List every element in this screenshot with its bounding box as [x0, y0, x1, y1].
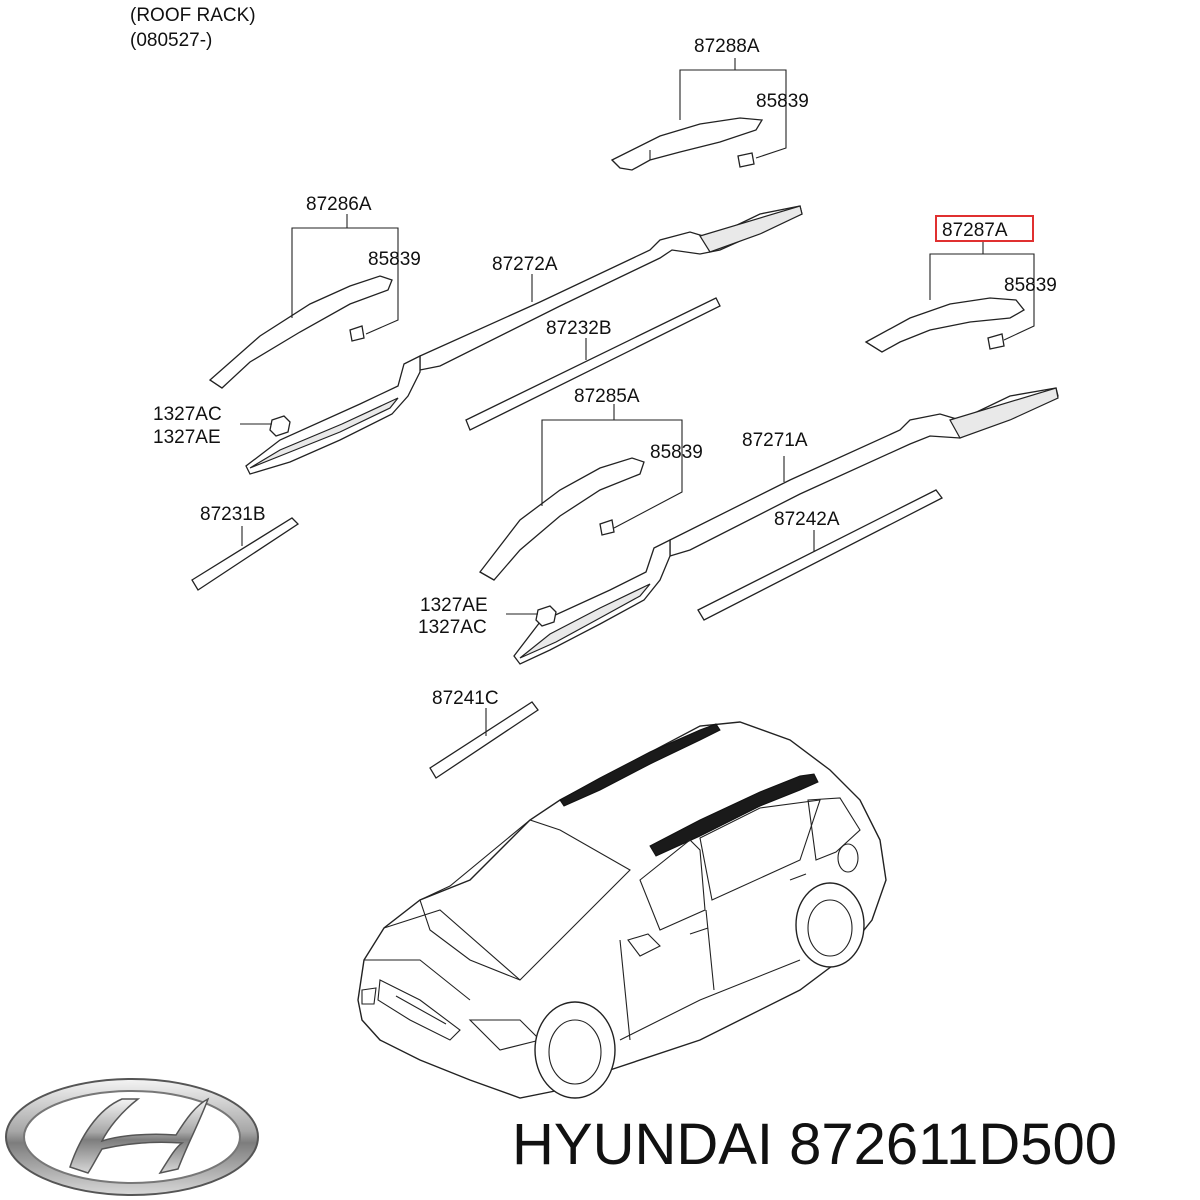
label-1327AC-b: 1327AC — [418, 617, 487, 638]
part-87286A-cover — [208, 275, 393, 389]
label-1327AE-b: 1327AE — [420, 595, 488, 616]
label-87231B: 87231B — [200, 504, 266, 525]
part-85839-clip-d — [599, 519, 615, 536]
part-85839-clip-c — [987, 333, 1005, 350]
label-87232B: 87232B — [546, 318, 612, 339]
label-85839-c: 85839 — [1004, 275, 1057, 296]
diagram-title: (ROOF RACK) — [130, 5, 256, 26]
label-87285A: 87285A — [574, 386, 640, 407]
part-87271A-rail — [513, 387, 1059, 665]
label-87287A: 87287A — [942, 220, 1008, 241]
part-85839-clip-b — [349, 325, 365, 342]
label-85839-d: 85839 — [650, 442, 703, 463]
part-nut-upper — [269, 415, 291, 437]
hyundai-logo-icon — [5, 1078, 259, 1196]
label-87272A: 87272A — [492, 254, 558, 275]
leader-87285A — [541, 419, 683, 529]
car-illustration — [357, 721, 887, 1099]
part-87287A-cover — [864, 297, 1025, 353]
diagram-code: (080527-) — [130, 30, 212, 51]
label-87271A: 87271A — [742, 430, 808, 451]
leader-87286A — [291, 227, 399, 335]
label-1327AC-a: 1327AC — [153, 404, 222, 425]
leader-87288A — [679, 69, 787, 159]
part-87285A-cover — [479, 457, 645, 581]
part-85839-clip-a — [737, 152, 755, 168]
label-85839-a: 85839 — [756, 91, 809, 112]
part-87288A-cover — [610, 117, 764, 171]
part-87232B-molding — [465, 297, 721, 431]
part-87272A-rail — [245, 205, 803, 475]
part-87242A-molding — [697, 489, 943, 621]
part-87241C-molding — [429, 701, 539, 779]
label-87242A: 87242A — [774, 509, 840, 530]
label-1327AE-a: 1327AE — [153, 427, 221, 448]
label-87241C: 87241C — [432, 688, 499, 709]
label-87288A: 87288A — [694, 36, 760, 57]
part-nut-lower — [535, 605, 557, 627]
label-87286A: 87286A — [306, 194, 372, 215]
label-85839-b: 85839 — [368, 249, 421, 270]
highlight-box-87287A — [935, 215, 1034, 242]
brand-part-number-caption: HYUNDAI 872611D500 — [512, 1112, 1118, 1177]
part-87231B-molding — [191, 517, 300, 591]
leader-87287A — [929, 253, 1035, 341]
